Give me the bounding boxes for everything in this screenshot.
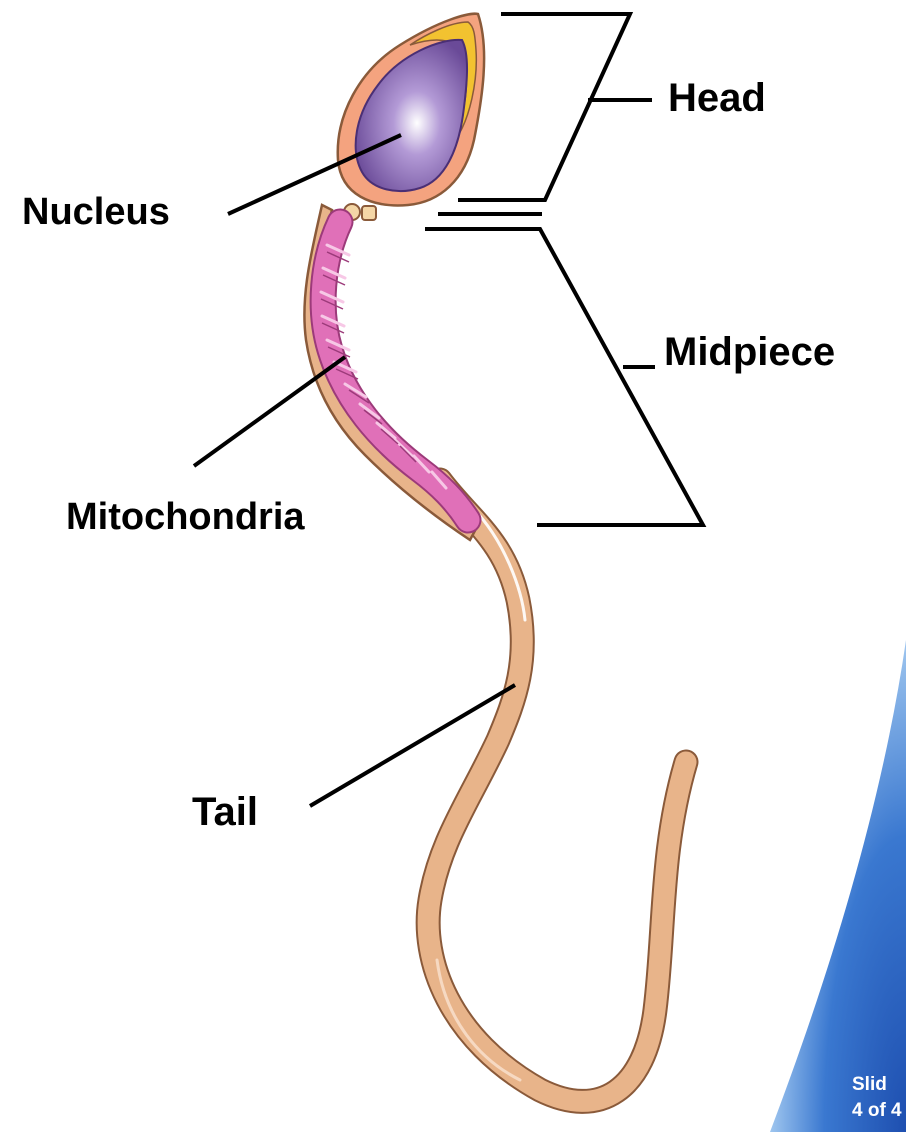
slide-counter: Slid 4 of 4 [852, 1072, 906, 1123]
head-bracket [458, 14, 652, 200]
slide-counter-line2: 4 of 4 [852, 1098, 906, 1124]
label-tail: Tail [192, 792, 258, 832]
head [338, 14, 484, 206]
midpiece-bracket [425, 214, 703, 525]
label-midpiece: Midpiece [664, 332, 835, 372]
label-nucleus: Nucleus [22, 193, 170, 231]
slide-corner-decoration [770, 640, 906, 1132]
tail-flagellum [428, 480, 686, 1101]
slide-counter-line1: Slid [852, 1072, 906, 1098]
label-mitochondria: Mitochondria [66, 498, 305, 536]
label-head: Head [668, 78, 766, 118]
mitochondria-leader-line [194, 357, 345, 466]
